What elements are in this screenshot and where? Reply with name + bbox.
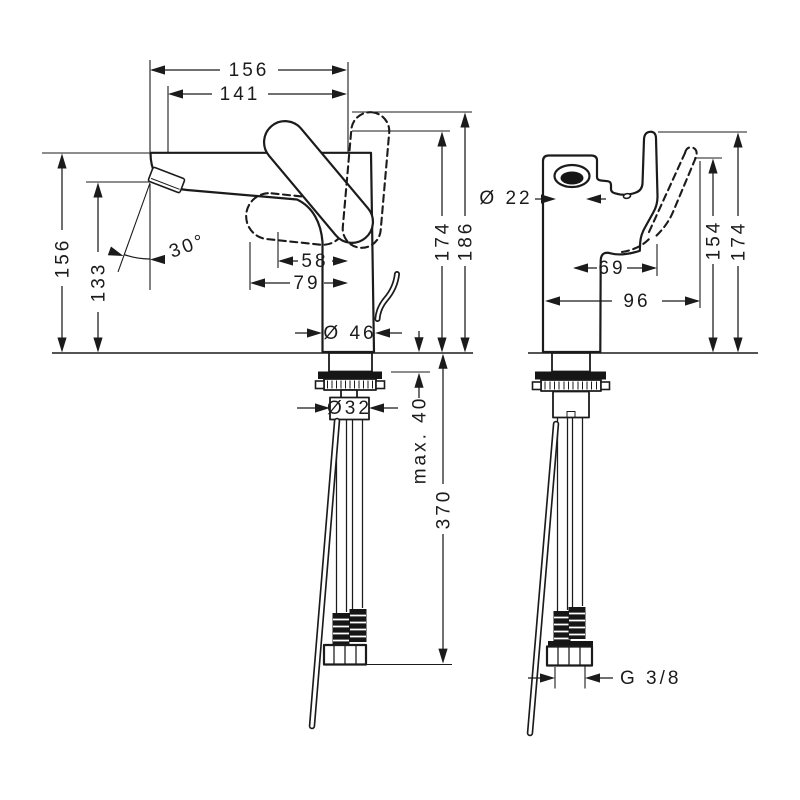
dim-label-height-outlet: 133 (89, 262, 110, 303)
pop-up-lever (374, 271, 400, 322)
dim-label-reach-aerator: 141 (220, 84, 261, 105)
front-handle-raised-dashed (341, 111, 391, 249)
front-view: 156 141 156 133 30° (42, 60, 477, 730)
dim-handle-offset-inner: 58 (278, 251, 348, 272)
dim-label-height-top: 156 (53, 238, 74, 279)
front-handle-lowered-dashed (245, 192, 347, 246)
dim-spray-angle: 30° (107, 182, 210, 290)
dim-raised-handle-height: 186 (456, 112, 477, 353)
dim-label-offset-outer: 79 (293, 273, 320, 294)
dim-label-connection-thread: G 3/8 (620, 668, 681, 689)
side-faucet-body (541, 130, 659, 354)
front-handle (262, 120, 375, 244)
dim-handle-height-side: 154 (704, 158, 725, 353)
dim-label-height-handle: 174 (433, 221, 454, 262)
dim-label-hose-length: 370 (434, 489, 455, 530)
dim-label-shank-diameter: Ø32 (327, 398, 372, 419)
side-view: Ø 22 69 96 154 174 (479, 130, 758, 737)
aerator (147, 166, 186, 194)
dim-spout-reach: 141 (168, 84, 347, 105)
dim-max-mounting-thickness: max. 40 (391, 331, 431, 484)
dim-shank-diameter: Ø32 (297, 398, 398, 419)
dim-base-diameter: Ø 46 (295, 323, 402, 344)
dim-spout-outlet-height: 133 (89, 182, 110, 353)
dim-spout-diameter: Ø 22 (479, 188, 606, 209)
dim-label-spray-angle: 30° (167, 230, 210, 263)
dim-label-height-handle-side: 154 (704, 220, 725, 261)
dim-label-mounting-max: max. 40 (410, 396, 431, 485)
front-mounting-assembly (314, 352, 386, 421)
dim-raised-handle-height-side: 174 (729, 132, 750, 353)
dim-label-depth-inner: 69 (598, 258, 625, 279)
dim-handle-depth-outer: 96 (545, 291, 700, 312)
supply-hoses-side (545, 417, 594, 667)
dim-label-spout-diameter: Ø 22 (479, 188, 532, 209)
dim-spout-reach-total: 156 (150, 60, 347, 81)
dim-handle-depth-inner: 69 (573, 258, 657, 279)
side-mounting-assembly (531, 352, 611, 419)
dim-connection-thread: G 3/8 (528, 665, 681, 689)
dim-hose-length: 370 (326, 353, 455, 666)
dim-label-height-raised-side: 174 (729, 221, 750, 262)
pop-up-rod-side (526, 420, 560, 737)
dim-label-offset-inner: 58 (301, 251, 328, 272)
screw-hole (622, 192, 632, 200)
dim-label-reach-total: 156 (229, 60, 270, 81)
side-handle-raised-dashed (620, 146, 698, 254)
spout-opening (553, 163, 591, 189)
dim-height-to-spout-top: 156 (53, 153, 74, 353)
dim-body-height: 174 (433, 131, 454, 353)
supply-hoses-front (322, 419, 368, 666)
dim-label-height-raised: 186 (456, 221, 477, 262)
dim-handle-offset-outer: 79 (250, 273, 348, 294)
dim-label-base-diameter: Ø 46 (323, 323, 376, 344)
pop-up-rod-front (308, 417, 341, 730)
dim-label-depth-outer: 96 (623, 291, 650, 312)
